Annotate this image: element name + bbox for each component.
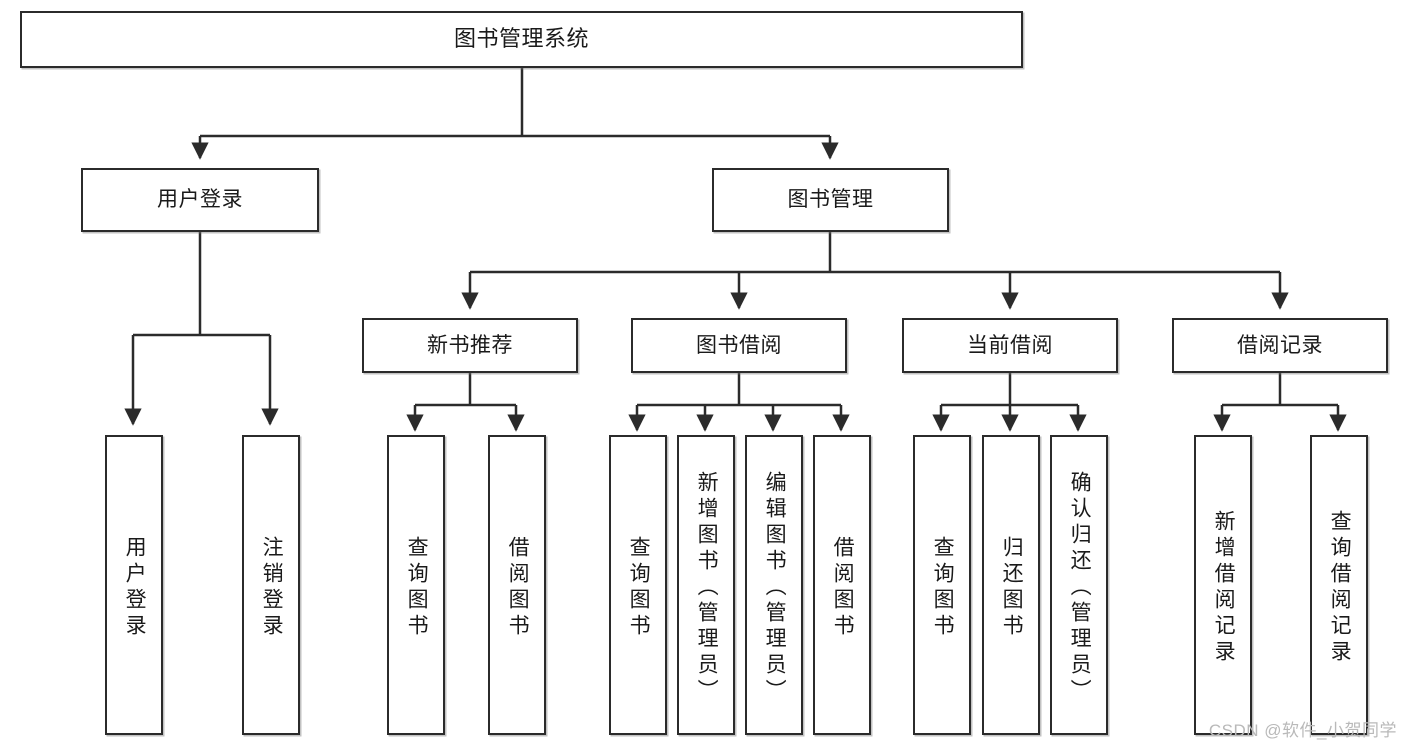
leaf-return-book[interactable]: 归还图书 (982, 435, 1040, 735)
node-book-management[interactable]: 图书管理 (712, 168, 949, 232)
leaf-query-borrow-record[interactable]: 查询借阅记录 (1310, 435, 1368, 735)
node-book-borrow[interactable]: 图书借阅 (631, 318, 847, 373)
node-new-book-recommend[interactable]: 新书推荐 (362, 318, 578, 373)
leaf-edit-book-admin[interactable]: 编辑图书（管理员） (745, 435, 803, 735)
leaf-logout-login[interactable]: 注销登录 (242, 435, 300, 735)
leaf-query-book-borrow[interactable]: 查询图书 (609, 435, 667, 735)
leaf-user-login[interactable]: 用户登录 (105, 435, 163, 735)
leaf-add-book-admin[interactable]: 新增图书（管理员） (677, 435, 735, 735)
leaf-add-borrow-record[interactable]: 新增借阅记录 (1194, 435, 1252, 735)
root-node-book-management-system[interactable]: 图书管理系统 (20, 11, 1023, 68)
node-borrow-record[interactable]: 借阅记录 (1172, 318, 1388, 373)
node-current-borrow[interactable]: 当前借阅 (902, 318, 1118, 373)
leaf-query-book-recommend[interactable]: 查询图书 (387, 435, 445, 735)
leaf-borrow-book-recommend[interactable]: 借阅图书 (488, 435, 546, 735)
leaf-query-book-current[interactable]: 查询图书 (913, 435, 971, 735)
watermark-text: CSDN @软件_小贺同学 (1208, 721, 1397, 740)
leaf-confirm-return-admin[interactable]: 确认归还（管理员） (1050, 435, 1108, 735)
leaf-borrow-book[interactable]: 借阅图书 (813, 435, 871, 735)
node-user-login[interactable]: 用户登录 (81, 168, 319, 232)
